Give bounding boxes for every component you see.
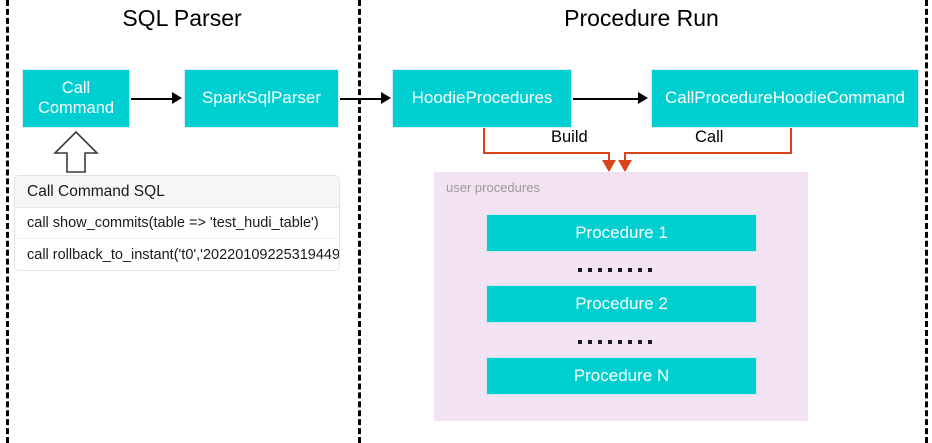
procedure-box[interactable]: Procedure 1 — [486, 214, 757, 252]
edge-label-build: Build — [546, 128, 593, 147]
arrow-hoodie-procedures-to-call-command-line — [573, 98, 639, 100]
build-connector-vertical-end — [608, 152, 610, 164]
procedure-ellipsis — [578, 340, 652, 344]
procedure-box[interactable]: Procedure N — [486, 357, 757, 395]
section-title-procedure-run: Procedure Run — [564, 5, 719, 31]
section-title-sql-parser: SQL Parser — [122, 5, 242, 31]
build-connector-arrowhead — [602, 160, 616, 172]
arrow-hoodie-procedures-to-call-command-head — [638, 92, 648, 104]
node-spark-sql-parser[interactable]: SparkSqlParser — [184, 69, 339, 128]
arrow-spark-parser-to-hoodie-procedures-line — [340, 98, 383, 100]
procedure-ellipsis — [578, 268, 652, 272]
build-connector-vertical-start — [483, 128, 485, 154]
arrow-spark-parser-to-hoodie-procedures-head — [381, 92, 391, 104]
call-command-sql-table: Call Command SQL call show_commits(table… — [14, 175, 340, 271]
user-procedures-panel-label: user procedures — [446, 180, 540, 195]
sql-table-header: Call Command SQL — [15, 176, 339, 208]
divider-right — [925, 0, 928, 443]
divider-middle — [358, 0, 361, 443]
edge-label-call: Call — [690, 128, 729, 147]
node-call-procedure-hoodie-command[interactable]: CallProcedureHoodieCommand — [651, 69, 919, 128]
block-arrow-up-icon — [52, 130, 100, 179]
arrow-call-command-to-spark-parser-line — [131, 98, 173, 100]
call-connector-vertical-start — [790, 128, 792, 154]
node-call-command-line1: Call — [61, 79, 91, 98]
node-call-command[interactable]: Call Command — [22, 69, 130, 128]
build-connector-horizontal — [483, 152, 610, 154]
sql-table-row: call show_commits(table => 'test_hudi_ta… — [15, 208, 339, 239]
call-connector-horizontal — [624, 152, 792, 154]
arrow-call-command-to-spark-parser-head — [172, 92, 182, 104]
divider-left — [6, 0, 9, 443]
node-call-command-line2: Command — [37, 98, 115, 117]
sql-table-row: call rollback_to_instant('t0','202201092… — [27, 246, 340, 263]
procedure-box[interactable]: Procedure 2 — [486, 285, 757, 323]
call-connector-arrowhead — [618, 160, 632, 172]
call-connector-vertical-end — [624, 152, 626, 164]
node-hoodie-procedures[interactable]: HoodieProcedures — [392, 69, 572, 128]
